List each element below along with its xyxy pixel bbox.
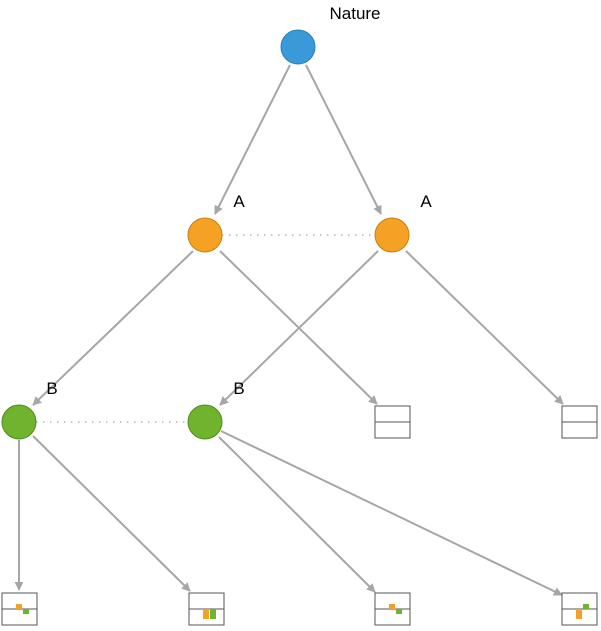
payoff-bar-player-a [576,609,582,619]
player-b-node [1,404,37,440]
edge-a2-to-stop [405,250,564,405]
payoff-box [561,592,598,626]
player-a-label: A [233,192,245,211]
edge-b1-to-second [32,435,191,592]
payoff-bar-player-b [23,609,29,614]
edge-nature-to-a2 [305,64,382,215]
payoff-bar-player-a [16,604,22,609]
edge-b2-to-second [220,430,563,596]
player-a-node [187,217,223,253]
nature-node [280,29,316,65]
player-b-label: B [46,379,57,398]
player-a-node [374,217,410,253]
player-b-label: B [233,379,244,398]
player-a-label: A [420,192,432,211]
edge-b2-to-first [218,436,376,593]
payoff-box [188,592,225,626]
payoff-bar-player-b [210,609,216,619]
payoff-box [374,592,411,626]
payoff-bar-player-b [583,604,589,609]
payoff-bar-player-b [396,609,402,614]
player-b-node [187,404,223,440]
payoff-box [561,405,598,439]
payoff-box [374,405,411,439]
edge-a2-to-b2 [219,250,379,406]
payoff-box [1,592,38,626]
payoff-bar-player-a [389,604,395,609]
payoff-bar-player-a [203,609,209,619]
edge-a1-to-b1 [32,250,194,406]
nature-label: Nature [329,4,380,23]
edge-nature-to-a1 [214,64,291,215]
